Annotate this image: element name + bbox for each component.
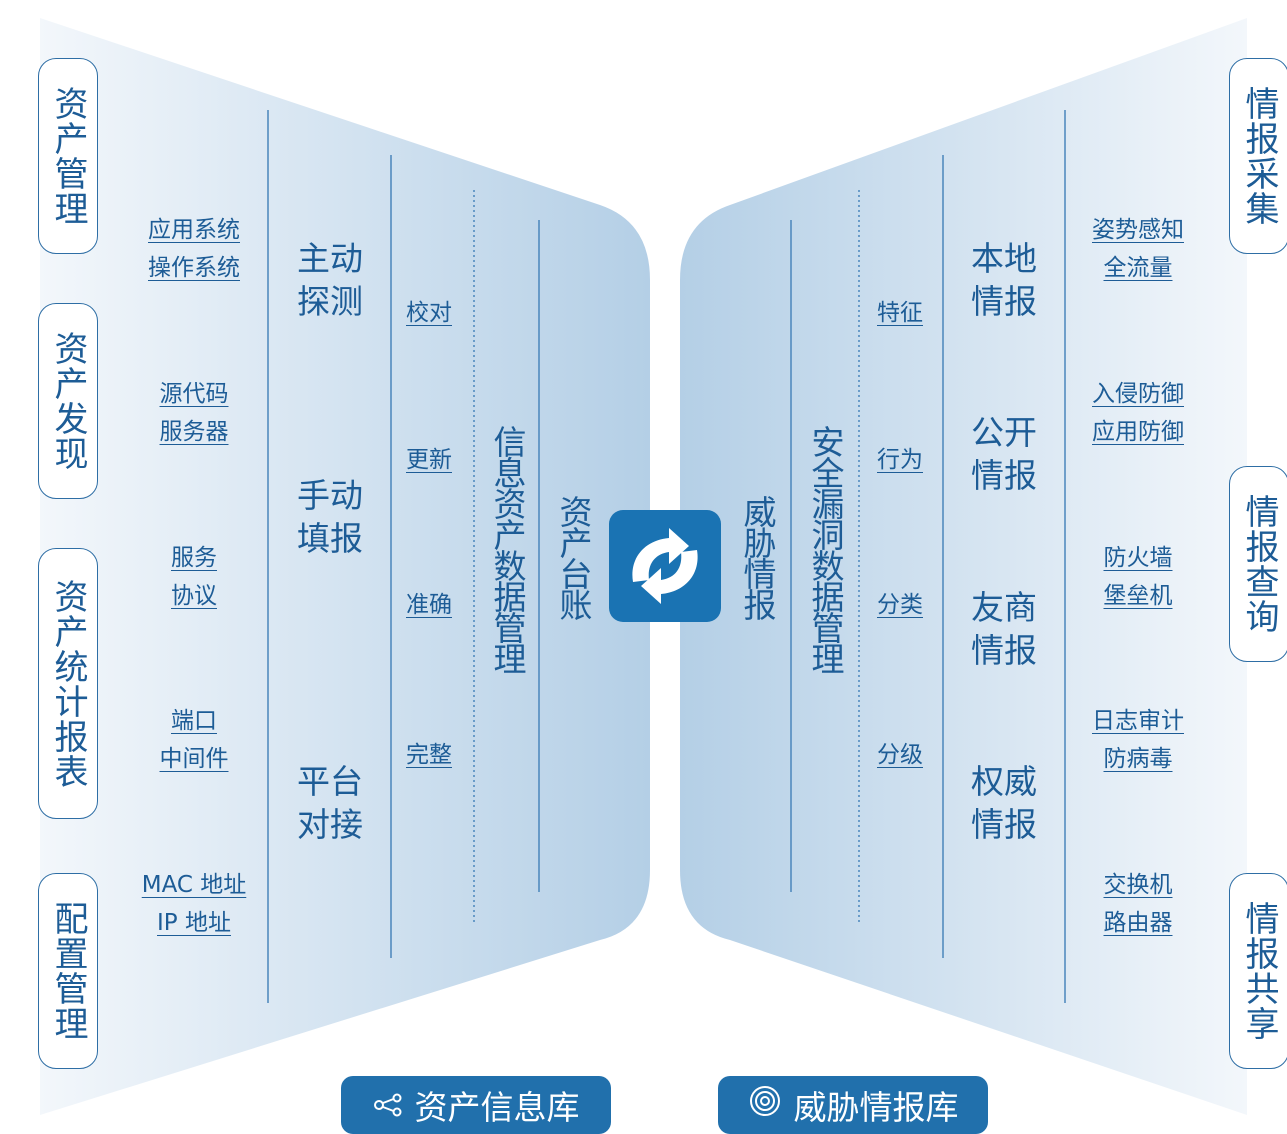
sidebar-asset-discovery: 资产发现 [38, 303, 98, 499]
right-item: 防火墙堡垒机 [1103, 545, 1173, 609]
right-item: 日志审计防病毒 [1092, 708, 1184, 772]
threat-database-label: 威胁情报库 [718, 1076, 988, 1134]
right-panel [680, 18, 1247, 1115]
right-quality: 分级 [877, 742, 923, 768]
left-quality: 准确 [406, 592, 452, 618]
left-panel [40, 18, 650, 1115]
right-item: 交换机路由器 [1103, 872, 1173, 936]
right-quality: 行为 [877, 447, 923, 473]
left-method: 手动填报 [297, 476, 363, 558]
left-method: 平台对接 [297, 762, 363, 844]
sidebar-asset-management: 资产管理 [38, 58, 98, 254]
left-quality: 更新 [406, 447, 452, 473]
left-item: 服务协议 [171, 545, 217, 609]
sidebar-intel-sharing: 情报共享 [1229, 873, 1287, 1069]
right-vertical-label: 安全漏洞数据管理 [806, 425, 845, 673]
right-source: 本地情报 [971, 239, 1037, 321]
right-item: 姿势感知全流量 [1092, 217, 1184, 281]
left-item: 应用系统操作系统 [148, 217, 240, 281]
sidebar-intel-collection: 情报采集 [1229, 58, 1287, 254]
right-vertical-label: 威胁情报 [738, 495, 777, 619]
right-source: 权威情报 [971, 762, 1037, 844]
left-vertical-label: 资产台账 [554, 495, 593, 619]
left-quality: 校对 [406, 300, 452, 326]
share-icon [373, 1086, 403, 1125]
right-item: 入侵防御应用防御 [1092, 381, 1184, 445]
asset-database-label: 资产信息库 [341, 1076, 611, 1134]
right-quality: 分类 [877, 592, 923, 618]
left-method: 主动探测 [297, 239, 363, 321]
sidebar-asset-report: 资产统计报表 [38, 548, 98, 819]
sidebar-config-management: 配置管理 [38, 873, 98, 1069]
sync-icon [609, 510, 721, 622]
left-item: 端口中间件 [159, 708, 229, 772]
left-vertical-label: 信息资产数据管理 [488, 425, 527, 673]
sidebar-intel-query: 情报查询 [1229, 466, 1287, 662]
right-source: 友商情报 [971, 588, 1037, 670]
right-quality: 特征 [877, 300, 923, 326]
target-icon [748, 1084, 782, 1126]
right-source: 公开情报 [971, 413, 1037, 495]
left-item: 源代码服务器 [159, 381, 229, 445]
left-quality: 完整 [406, 742, 452, 768]
